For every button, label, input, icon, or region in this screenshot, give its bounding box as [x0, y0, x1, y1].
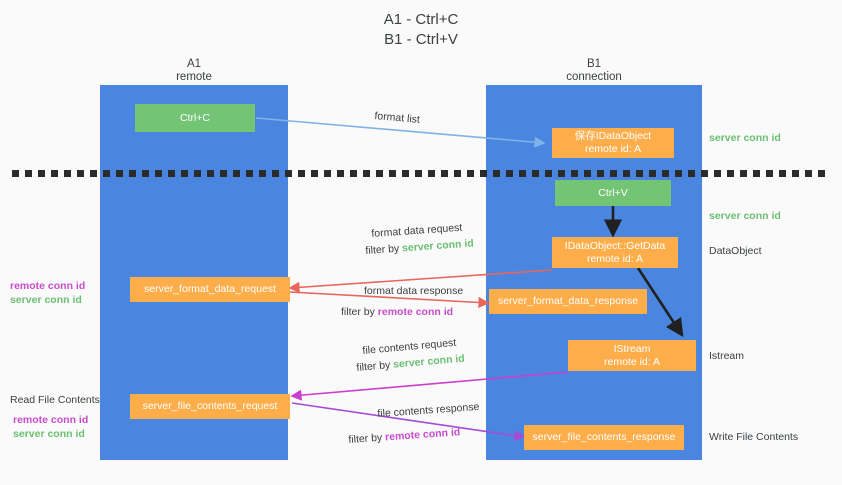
label-right-write-file-contents: Write File Contents — [709, 431, 799, 443]
filter-prefix: filter by — [341, 306, 378, 318]
label-left-server-conn-id-2: server conn id — [13, 428, 85, 440]
label-file-contents-response-filter: filter by remote conn id — [348, 426, 461, 447]
filter-prefix: filter by — [348, 431, 386, 446]
filter-prefix: filter by — [356, 358, 394, 374]
filter-value-remote-conn-id: remote conn id — [377, 306, 454, 318]
box-idataobject-getdata[interactable]: IDataObject::GetData remote id: A — [552, 237, 678, 268]
label-format-data-response: format data response — [364, 285, 464, 297]
box-server-format-data-request[interactable]: server_format_data_request — [130, 277, 290, 302]
label-left-remote-conn-id-2: remote conn id — [13, 414, 89, 426]
box-istream[interactable]: IStream remote id: A — [568, 340, 696, 371]
label-format-data-request-filter: filter by server conn id — [365, 237, 474, 258]
label-format-list: format list — [373, 110, 421, 126]
box-ctrl-v[interactable]: Ctrl+V — [555, 180, 671, 206]
page-title: A1 - Ctrl+C B1 - Ctrl+V — [383, 11, 459, 48]
label-right-dataobject: DataObject — [709, 245, 762, 257]
label-right-server-conn-id-top: server conn id — [709, 132, 781, 144]
box-store-idataobject[interactable]: 保存IDataObject remote id: A — [552, 128, 674, 158]
label-file-contents-response: file contents response — [377, 400, 480, 420]
filter-prefix: filter by — [365, 242, 403, 257]
label-right-server-conn-id-mid: server conn id — [709, 210, 781, 222]
label-left-server-conn-id-1: server conn id — [10, 294, 82, 306]
dashed-divider — [12, 170, 830, 177]
filter-value-server-conn-id: server conn id — [392, 352, 466, 371]
box-server-file-contents-request[interactable]: server_file_contents_request — [130, 394, 290, 419]
box-server-format-data-response[interactable]: server_format_data_response — [489, 289, 647, 314]
box-server-file-contents-response[interactable]: server_file_contents_response — [524, 425, 684, 450]
lane-header-b1: B1 connection — [566, 58, 622, 83]
label-right-istream: Istream — [709, 350, 745, 362]
filter-value-remote-conn-id: remote conn id — [384, 426, 461, 444]
label-left-remote-conn-id-1: remote conn id — [10, 280, 86, 292]
lane-header-a1: A1 remote — [176, 58, 212, 83]
label-left-read-file-contents: Read File Contents — [10, 394, 100, 406]
box-ctrl-c[interactable]: Ctrl+C — [135, 104, 255, 132]
filter-value-server-conn-id: server conn id — [401, 237, 475, 255]
label-format-data-response-filter: filter by remote conn id — [341, 306, 453, 319]
